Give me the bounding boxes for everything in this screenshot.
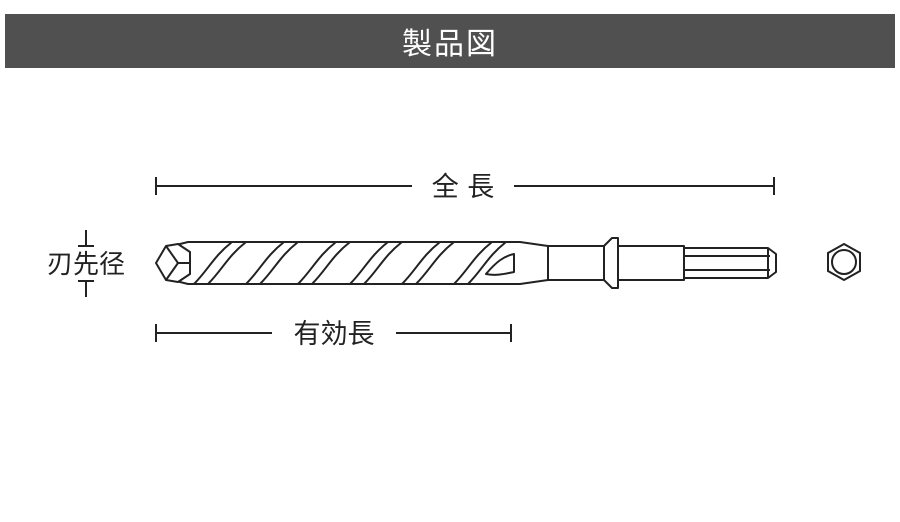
tip-diameter-dimension [78,230,94,297]
total-length-label: 全 長 [432,172,495,203]
effective-length-dimension [155,324,512,342]
drill-bit-icon [155,237,777,289]
header-bar: 製品図 [5,14,895,68]
effective-length-label: 有効長 [294,319,375,350]
total-length-dimension [155,177,775,195]
hex-shank-icon [827,242,861,282]
page-title: 製品図 [402,27,498,62]
tip-diameter-label: 刃先径 [47,250,125,280]
